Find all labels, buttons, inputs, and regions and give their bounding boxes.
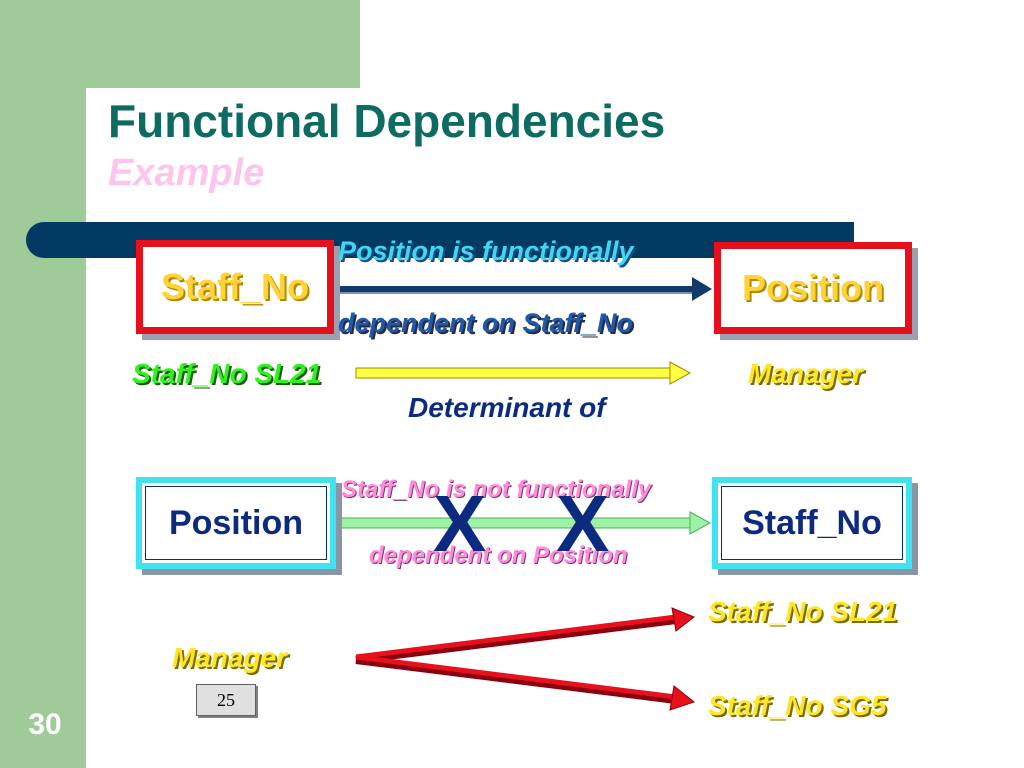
fd-text-bottom: dependent on Staff_No: [338, 308, 634, 338]
determinant-caption: Determinant of: [408, 392, 606, 423]
fd-arrow-dark: [336, 277, 712, 301]
example-manager: Manager: [748, 358, 864, 389]
target-staff-sl21: Staff_No SL21: [708, 596, 898, 627]
counter-button[interactable]: 25: [196, 684, 256, 716]
rounded-corner: [86, 88, 166, 168]
manager-source: Manager: [172, 642, 288, 673]
determinant-arrow-yellow: [355, 361, 692, 385]
staff-no-box: Staff_No: [136, 240, 334, 334]
position-box-label: Position: [742, 267, 884, 308]
slide-title: Functional Dependencies: [108, 95, 666, 147]
position-box: Position: [714, 242, 912, 334]
sidebar-band: [0, 0, 86, 768]
fd-text-top: Position is functionally: [338, 236, 634, 266]
target-staff-sg5: Staff_No SG5: [708, 690, 887, 721]
staff-no-box-2: Staff_No: [712, 477, 912, 569]
staff-no-box-2-label: Staff_No: [742, 503, 882, 542]
staff-no-box-label: Staff_No: [160, 266, 309, 307]
box-inner-border: [145, 486, 327, 560]
example-staff-no: Staff_No SL21: [132, 358, 322, 389]
cross-mark: X: [433, 479, 487, 568]
top-band: [86, 0, 360, 88]
nfd-text-bottom: dependent on Position: [369, 542, 628, 569]
position-box-2: Position: [136, 477, 336, 569]
nfd-arrow-green: [337, 511, 712, 535]
position-box-2-label: Position: [168, 503, 304, 542]
cross-mark: X: [556, 479, 610, 568]
slide-subtitle: Example: [108, 152, 265, 194]
manager-arrow-down: [355, 654, 696, 711]
manager-arrow-up: [355, 607, 695, 664]
box-inner-border: [721, 486, 903, 560]
nfd-text-top: Staff_No is not functionally: [341, 476, 652, 503]
slide-number: 30: [28, 708, 62, 741]
